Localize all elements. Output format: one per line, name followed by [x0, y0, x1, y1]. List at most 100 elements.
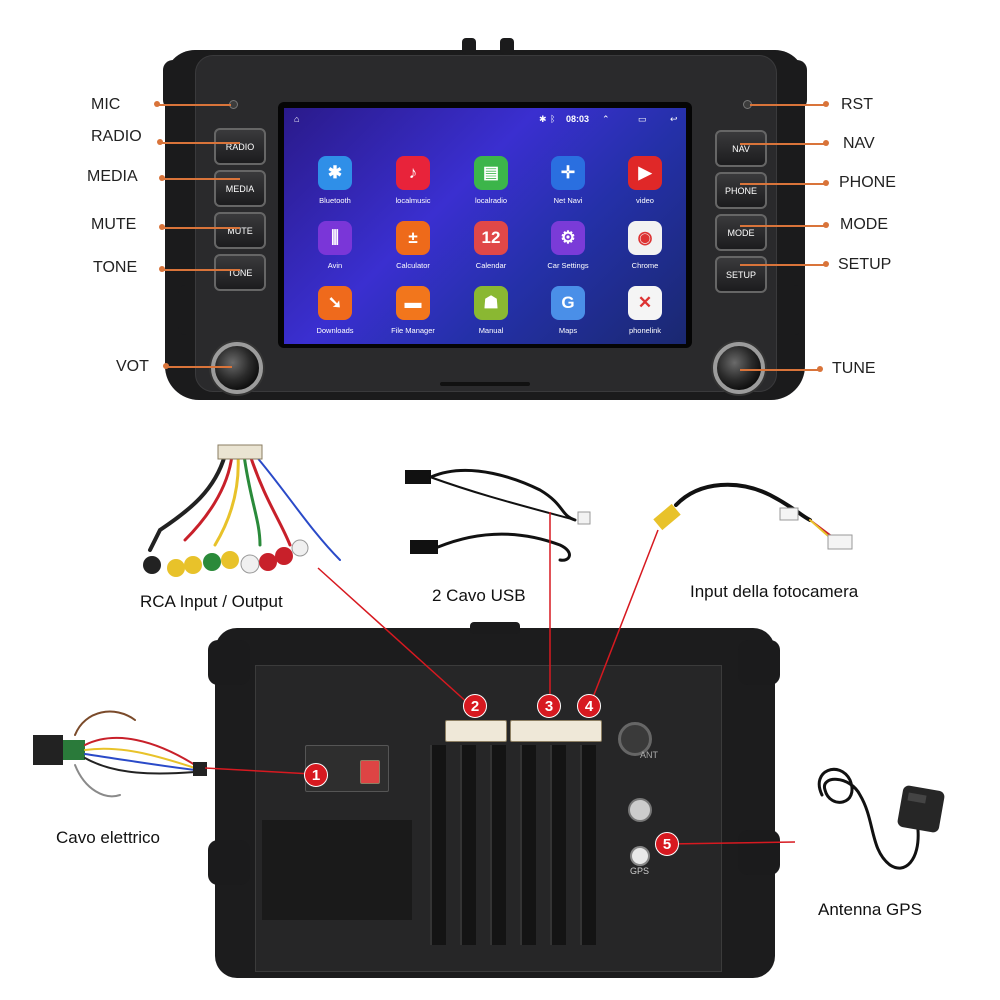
app-label: Calendar — [475, 261, 507, 270]
rca-connector-port[interactable] — [445, 720, 507, 742]
setup-button[interactable]: SETUP — [715, 256, 767, 293]
label-gps-antenna: Antenna GPS — [818, 900, 922, 919]
callout-setup: SETUP — [838, 256, 892, 273]
app-label: Chrome — [631, 261, 659, 270]
app-tile[interactable]: ⫼Avin — [304, 221, 366, 281]
callout-tune: TUNE — [832, 360, 876, 377]
back-icon[interactable]: ↩ — [670, 114, 678, 124]
volume-knob[interactable] — [211, 342, 263, 394]
mute-button[interactable]: MUTE — [214, 212, 266, 249]
heatsink-fin — [550, 745, 566, 945]
port-badge-5: 5 — [655, 832, 679, 856]
bluetooth-small-icon: ᛒ — [550, 114, 556, 124]
app-tile[interactable]: ➘Downloads — [304, 286, 366, 344]
heatsink-fin — [430, 745, 446, 945]
callout-line-vot — [166, 366, 232, 368]
app-tile[interactable]: ⚙Car Settings — [537, 221, 599, 281]
app-tile[interactable]: ± Calculator — [382, 221, 444, 281]
antenna-socket-label: ANT — [640, 750, 658, 760]
app-label: Car Settings — [547, 261, 589, 270]
setup-button-label: SETUP — [725, 269, 756, 280]
app-tile[interactable]: ✛Net Navi — [537, 156, 599, 216]
mount-tab-bottom-right — [772, 285, 802, 335]
callout-phone: PHONE — [839, 174, 896, 191]
app-tile[interactable]: ♪ localmusic — [382, 156, 444, 216]
app-tile[interactable]: ▶video — [614, 156, 676, 216]
app-tile[interactable]: ☗ Manual — [460, 286, 522, 344]
touch-screen[interactable]: ⌂ ✱ ᛒ 08:03 ⌃ ▭ ↩ ✱Bluetooth♪localmusic▤… — [284, 108, 686, 344]
app-tile[interactable]: ▤localradio — [460, 156, 522, 216]
calculator-icon: ± — [396, 221, 430, 255]
heatsink-fin — [490, 745, 506, 945]
power-connector-latch — [360, 760, 380, 784]
callout-line-mic — [157, 104, 231, 106]
callout-nav: NAV — [843, 135, 875, 152]
card-slot — [440, 382, 530, 386]
nav-button[interactable]: NAV — [715, 130, 767, 167]
callout-line-media — [162, 178, 240, 180]
home-outline-icon[interactable]: ⌂ — [294, 114, 300, 124]
app-label: localmusic — [395, 196, 431, 205]
heatsink-fin — [580, 745, 596, 945]
port-badge-1: 1 — [304, 763, 328, 787]
rca-harness-cable — [143, 444, 341, 577]
app-label: Manual — [478, 326, 504, 335]
radio-button-label: RADIO — [225, 141, 255, 152]
equalizer-icon: ⫼ — [318, 221, 352, 255]
antenna-socket[interactable] — [618, 722, 652, 756]
app-label: Net Navi — [553, 196, 583, 205]
app-tile[interactable]: ✕phonelink — [614, 286, 676, 344]
music-icon: ♪ — [396, 156, 430, 190]
app-label: Calculator — [396, 261, 430, 270]
media-button[interactable]: MEDIA — [214, 170, 266, 207]
chrome-icon: ◉ — [628, 221, 662, 255]
gps-socket-label: GPS — [630, 866, 650, 876]
phone-button[interactable]: PHONE — [715, 172, 767, 209]
gps-antenna-illustration — [817, 767, 945, 870]
video-icon: ▶ — [628, 156, 662, 190]
media-button-label: MEDIA — [225, 183, 255, 194]
app-label: phonelink — [628, 326, 662, 335]
status-time: 08:03 — [566, 114, 590, 124]
accessory-cables-illustration — [143, 444, 853, 577]
app-tile[interactable]: ✱Bluetooth — [304, 156, 366, 216]
mode-button[interactable]: MODE — [715, 214, 767, 251]
android-icon: ☗ — [474, 286, 508, 320]
app-tile[interactable]: ▬File Manager — [382, 286, 444, 344]
pointer-line-power — [204, 767, 313, 775]
heatsink-fin — [520, 745, 536, 945]
tune-knob[interactable] — [713, 342, 765, 394]
callout-mode: MODE — [840, 216, 888, 233]
fm-socket[interactable] — [628, 798, 652, 822]
app-label: Maps — [558, 326, 578, 335]
callout-line-tone — [162, 269, 240, 271]
app-tile[interactable]: ◉ Chrome — [614, 221, 676, 281]
callout-line-mode — [740, 225, 826, 227]
mode-button-label: MODE — [727, 227, 755, 238]
chevron-up-icon[interactable]: ⌃ — [602, 114, 610, 124]
recent-apps-icon[interactable]: ▭ — [638, 114, 647, 124]
port-badge-4: 4 — [577, 694, 601, 718]
callout-dot-nav — [823, 140, 829, 146]
phone-button-label: PHONE — [724, 185, 757, 196]
heatsink-block — [262, 820, 412, 920]
callout-media: MEDIA — [87, 168, 138, 185]
radio-button[interactable]: RADIO — [214, 128, 266, 165]
usb-camera-connector-port[interactable] — [510, 720, 602, 742]
callout-dot-mute — [159, 224, 165, 230]
callout-dot-media — [159, 175, 165, 181]
gps-socket[interactable] — [630, 846, 650, 866]
tone-button[interactable]: TONE — [214, 254, 266, 291]
label-power-cable: Cavo elettrico — [56, 828, 160, 847]
mute-button-label: MUTE — [227, 225, 253, 236]
callout-dot-setup — [823, 261, 829, 267]
callout-vot: VOT — [116, 358, 149, 375]
callout-line-radio — [160, 142, 240, 144]
folder-icon: ▬ — [396, 286, 430, 320]
callout-dot-mode — [823, 222, 829, 228]
callout-mute: MUTE — [91, 216, 137, 233]
callout-dot-phone — [823, 180, 829, 186]
download-icon: ➘ — [318, 286, 352, 320]
